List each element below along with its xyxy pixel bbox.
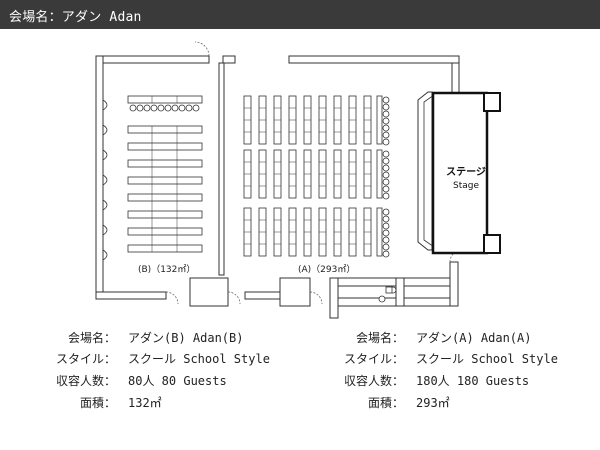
floor-plan: ステージ Stage (B)（132㎡） (A)（293㎡） (95, 41, 501, 319)
room-a-chair (382, 171, 390, 179)
room-a-table-divider (274, 161, 281, 187)
room-a-table-divider (259, 219, 266, 245)
room-a-chair (382, 208, 390, 216)
room-a-side-table (376, 207, 383, 257)
room-a-table-divider (319, 107, 326, 133)
room-a-table-divider (244, 219, 251, 245)
room-a-table-divider (349, 161, 356, 187)
room-a-chair (382, 110, 390, 118)
room-a-area-value: 293㎡ (416, 396, 450, 410)
room-a-chair (382, 192, 390, 200)
room-a-table-divider (334, 161, 341, 187)
corridor-fixtures (378, 286, 397, 303)
room-a-table-divider (319, 219, 326, 245)
room-a-chair (382, 131, 390, 139)
room-b-label: (B)（132㎡） (138, 264, 195, 275)
room-a-table-divider (364, 161, 371, 187)
room-a-chair (382, 250, 390, 258)
room-a-chair (382, 236, 390, 244)
room-a-table-divider (304, 161, 311, 187)
room-a-chair (382, 229, 390, 237)
room-a-chair (382, 150, 390, 158)
header-bar: 会場名：アダン Adan (0, 0, 600, 29)
room-a-table-divider (274, 107, 281, 133)
room-a-chair (382, 117, 390, 125)
room-a-name-row: 会場名： アダン(A) Adan(A) (300, 329, 600, 347)
room-a-chair (382, 96, 390, 104)
room-a-table-divider (364, 219, 371, 245)
stage-label-en: Stage (453, 181, 479, 191)
room-a-table-divider (304, 107, 311, 133)
walls (95, 55, 460, 319)
room-a-table-divider (274, 219, 281, 245)
room-a-table-divider (244, 107, 251, 133)
room-a-capacity-row: 収容人数： 180人 180 Guests (300, 372, 600, 390)
room-a-table-divider (304, 219, 311, 245)
stage-label-jp: ステージ (446, 166, 486, 178)
room-b-area-label: 面積： (79, 396, 116, 410)
room-a-area-row: 面積： 293㎡ (300, 394, 600, 412)
room-a-tables (243, 95, 383, 257)
room-a-table-divider (244, 161, 251, 187)
room-a-chair (382, 243, 390, 251)
room-a-chair (382, 124, 390, 132)
room-b-style-value: スクール School Style (128, 352, 270, 366)
room-a-area-label: 面積： (367, 396, 404, 410)
stage: ステージ Stage (417, 91, 501, 255)
room-b-name-row: 会場名： アダン(B) Adan(B) (0, 329, 300, 347)
venue-title: 会場名：アダン Adan (9, 10, 142, 25)
room-b-capacity-row: 収容人数： 80人 80 Guests (0, 372, 300, 390)
room-b-capacity-label: 収容人数： (55, 374, 116, 388)
door-swings (165, 41, 463, 305)
room-a-chair (382, 215, 390, 223)
room-b-tables (127, 95, 203, 253)
room-a-table-divider (349, 219, 356, 245)
room-b-capacity-value: 80人 80 Guests (128, 374, 227, 388)
room-b-area-value: 132㎡ (128, 396, 162, 410)
room-a-name-label: 会場名： (355, 331, 404, 345)
room-a-table-divider (334, 107, 341, 133)
window-bays-left (102, 99, 108, 261)
room-a-table-divider (349, 107, 356, 133)
room-b-name-value: アダン(B) Adan(B) (128, 331, 244, 345)
room-a-capacity-label: 収容人数： (343, 374, 404, 388)
room-a-chair (382, 157, 390, 165)
room-a-chair (382, 103, 390, 111)
room-a-style-value: スクール School Style (416, 352, 558, 366)
room-a-style-label: スタイル： (343, 352, 404, 366)
room-b-chairs (129, 104, 200, 112)
room-b-style-label: スタイル： (55, 352, 116, 366)
room-b-name-label: 会場名： (67, 331, 116, 345)
room-a-table-divider (334, 219, 341, 245)
room-b-area-row: 面積： 132㎡ (0, 394, 300, 412)
room-a-table-divider (289, 219, 296, 245)
room-a-chair (382, 164, 390, 172)
room-b-style-row: スタイル： スクール School Style (0, 350, 300, 368)
room-a-table-divider (259, 107, 266, 133)
room-a-chairs (382, 96, 390, 258)
room-a-info: 会場名： アダン(A) Adan(A) スタイル： スクール School St… (300, 329, 600, 419)
room-a-table-divider (259, 161, 266, 187)
room-a-side-table (376, 95, 383, 145)
room-a-side-table (376, 149, 383, 199)
room-a-table-divider (289, 107, 296, 133)
room-a-table-divider (319, 161, 326, 187)
room-a-chair (382, 138, 390, 146)
room-a-chair (382, 185, 390, 193)
room-b-info: 会場名： アダン(B) Adan(B) スタイル： スクール School St… (0, 329, 300, 419)
room-a-chair (382, 178, 390, 186)
room-a-label: (A)（293㎡） (298, 264, 355, 275)
room-a-chair (382, 222, 390, 230)
room-a-capacity-value: 180人 180 Guests (416, 374, 530, 388)
room-a-table-divider (289, 161, 296, 187)
room-a-name-value: アダン(A) Adan(A) (416, 331, 532, 345)
room-a-table-divider (364, 107, 371, 133)
room-a-style-row: スタイル： スクール School Style (300, 350, 600, 368)
